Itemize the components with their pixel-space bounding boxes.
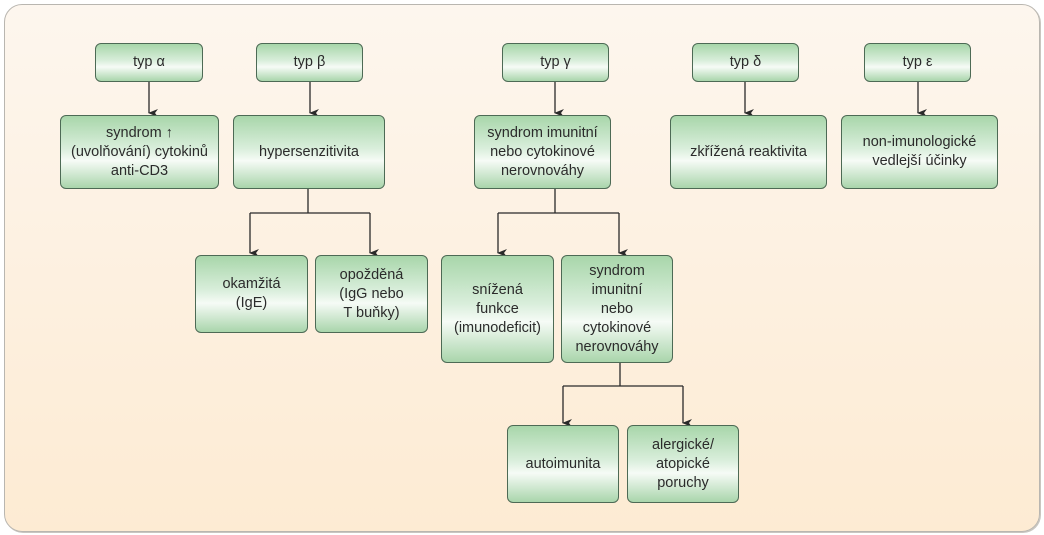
box-cytokine-release-syndrome: syndrom ↑ (uvolňování) cytokinů anti-CD3 [60,115,219,189]
box-typ-beta: typ β [256,43,363,82]
box-immune-imbalance-syndrome: syndrom imunitní nebo cytokinové nerovno… [474,115,611,189]
box-hypersenzitivita: hypersenzitivita [233,115,385,189]
box-alergicke-poruchy: alergické/ atopické poruchy [627,425,739,503]
box-opozdena: opožděná (IgG nebo T buňky) [315,255,428,333]
box-typ-gamma: typ γ [502,43,609,82]
box-non-immunological-effects: non-imunologické vedlejší účinky [841,115,998,189]
box-typ-epsilon: typ ε [864,43,971,82]
box-syndrom-imunitni-2: syndrom imunitní nebo cytokinové nerovno… [561,255,673,363]
box-snizena-funkce: snížená funkce (imunodeficit) [441,255,554,363]
box-okamzita: okamžitá (IgE) [195,255,308,333]
box-zkrizena-reaktivita: zkřížená reaktivita [670,115,827,189]
split-beta [250,189,370,214]
box-typ-alpha: typ α [95,43,203,82]
split-syndrom2 [563,363,683,387]
split-gamma [498,189,619,214]
box-autoimunita: autoimunita [507,425,619,503]
box-typ-delta: typ δ [692,43,799,82]
